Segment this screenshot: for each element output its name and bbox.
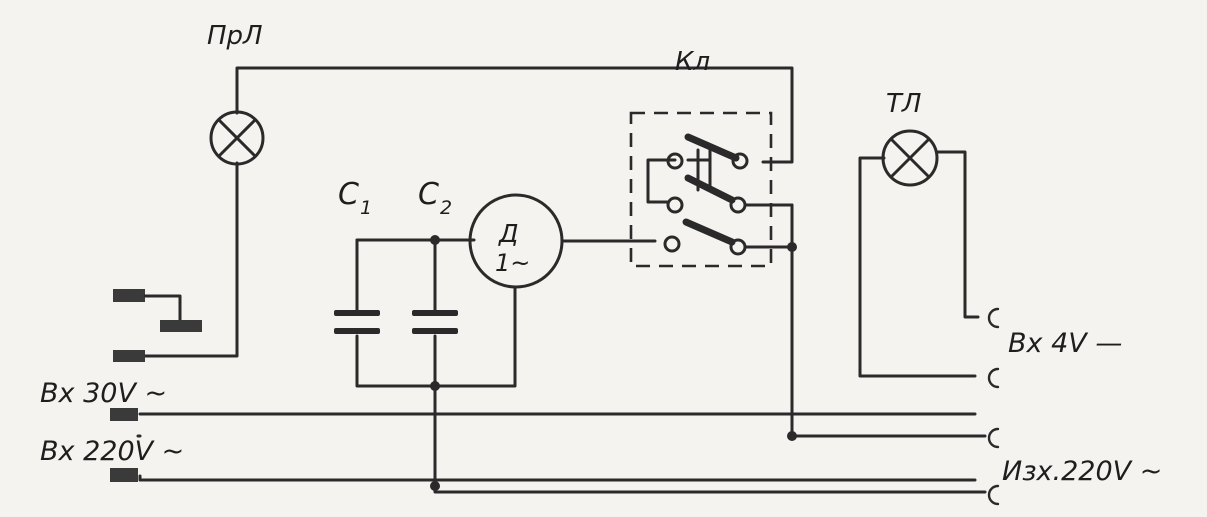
left-plugs (110, 289, 202, 482)
switch-label: Кл (675, 47, 710, 77)
input-4v-label: Вх 4V — (1008, 328, 1122, 359)
capacitor-c2 (412, 310, 458, 334)
c1-index: 1 (360, 197, 372, 219)
bus-lines (136, 412, 977, 482)
capacitor-network (355, 238, 517, 490)
output-sockets (433, 307, 1000, 506)
output-220v-label: Изх.220V ~ (1002, 456, 1162, 487)
input-30v-label: Вх 30V ~ (40, 378, 167, 409)
c2-index: 2 (440, 197, 452, 219)
capacitor-c1-label: C 1 (338, 177, 372, 219)
capacitor-c2-label: C 2 (418, 177, 452, 219)
c2-letter: C (418, 177, 439, 212)
motor-letter: Д (498, 219, 519, 248)
switch-block (629, 111, 794, 268)
panel-lamp-wires (141, 66, 794, 358)
indicator-lamp-symbol (881, 129, 939, 187)
input-220v-label: Вх 220V ~ (40, 436, 184, 467)
c1-letter: C (338, 177, 359, 212)
switch-feed-wire (787, 203, 797, 438)
motor-symbol (468, 193, 657, 289)
indicator-lamp-label: ТЛ (886, 89, 921, 119)
indicator-lamp-wires (858, 150, 980, 378)
motor-phase: 1~ (495, 249, 530, 277)
capacitor-c1 (334, 310, 380, 334)
panel-lamp-label: ПрЛ (207, 21, 263, 51)
panel-lamp-symbol (209, 110, 265, 166)
